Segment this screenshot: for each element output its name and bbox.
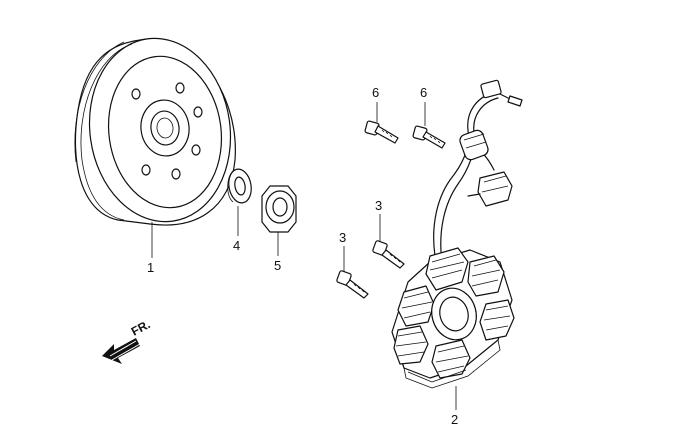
callout-6a: 6 xyxy=(372,85,379,100)
stator-part xyxy=(391,79,523,410)
front-label: FR. xyxy=(129,317,153,338)
callout-1: 1 xyxy=(147,260,154,275)
callout-4: 4 xyxy=(233,238,240,253)
callout-6b: 6 xyxy=(420,85,427,100)
callout-3a: 3 xyxy=(375,198,382,213)
nut-part xyxy=(261,185,297,256)
bolt-3b-part xyxy=(336,246,369,299)
bolt-3a-part xyxy=(372,214,405,269)
callout-2: 2 xyxy=(451,412,458,427)
front-direction-arrow xyxy=(102,338,141,364)
bolt-6b-part xyxy=(412,102,446,149)
callout-3b: 3 xyxy=(339,230,346,245)
bolt-6a-part xyxy=(364,102,399,144)
callout-5: 5 xyxy=(274,258,281,273)
flywheel-part xyxy=(74,37,236,258)
washer-part xyxy=(227,168,252,236)
